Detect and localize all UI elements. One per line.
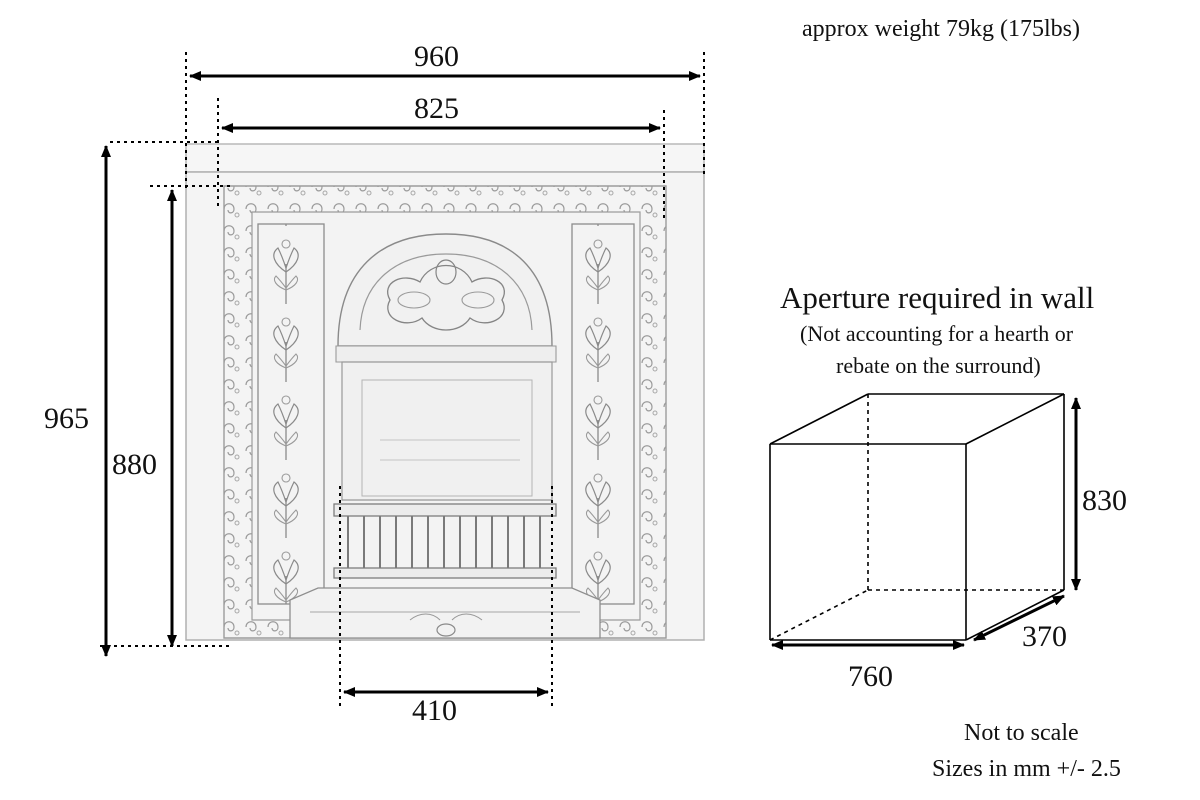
aperture-label-830: 830 [1082, 484, 1127, 517]
ash-pan [289, 587, 601, 639]
dim-label-965: 965 [44, 402, 89, 435]
sizes-note: Sizes in mm +/- 2.5 [932, 756, 1121, 782]
dim-label-410: 410 [412, 694, 457, 727]
aperture-note-line1: (Not accounting for a hearth or [800, 321, 1074, 346]
aperture-label-760: 760 [848, 660, 893, 693]
aperture-box [769, 393, 1081, 650]
dim-label-960: 960 [414, 40, 459, 73]
scale-note: Not to scale [964, 720, 1079, 746]
aperture-title: Aperture required in wall [780, 280, 1095, 315]
weight-label: approx weight 79kg (175lbs) [802, 16, 1080, 42]
dimension-lines [100, 52, 705, 708]
fire-grate [333, 503, 557, 579]
aperture-arrow-370 [973, 594, 1065, 642]
dim-label-880: 880 [112, 448, 157, 481]
firebox [341, 361, 553, 501]
aperture-label-370: 370 [1022, 620, 1067, 653]
right-tile-panel [571, 223, 635, 605]
fireplace-illustration [185, 143, 705, 641]
left-tile-panel [257, 223, 325, 605]
dim-label-825: 825 [414, 92, 459, 125]
aperture-note-line2: rebate on the surround) [836, 353, 1041, 378]
mantel-shelf [185, 143, 705, 173]
